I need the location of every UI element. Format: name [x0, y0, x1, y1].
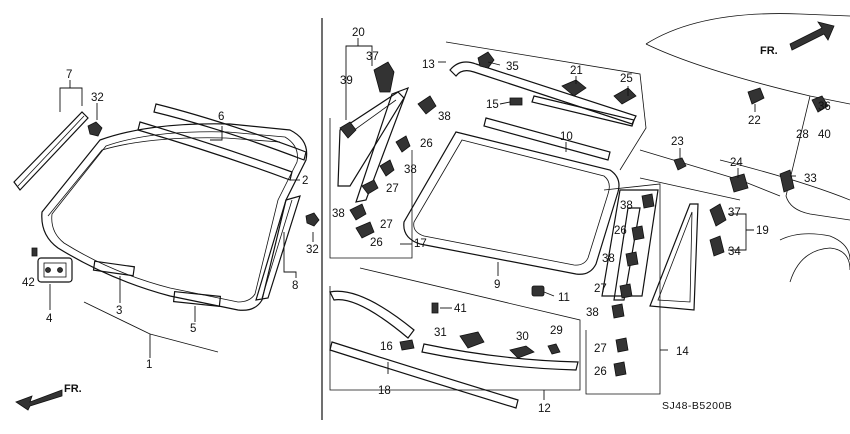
callout-38d: 38 — [620, 200, 633, 212]
leader-8 — [283, 232, 297, 278]
callout-20: 20 — [352, 27, 365, 39]
callout-6: 6 — [218, 111, 224, 123]
callout-38c: 38 — [332, 208, 345, 220]
callout-13: 13 — [422, 59, 435, 71]
callout-7: 7 — [66, 69, 72, 81]
callout-37b: 37 — [728, 207, 741, 219]
callout-24: 24 — [730, 157, 743, 169]
callout-16: 16 — [380, 341, 393, 353]
callout-42: 42 — [22, 277, 35, 289]
callout-26: 26 — [420, 138, 433, 150]
front-label-upper: FR. — [760, 45, 778, 57]
callout-36: 36 — [818, 101, 831, 113]
leader-35 — [487, 61, 501, 66]
mirror-base-bracket — [37, 257, 73, 283]
callout-25: 25 — [620, 73, 633, 85]
leader-19 — [728, 213, 754, 251]
callout-33: 33 — [804, 173, 817, 185]
group-box-17 — [329, 118, 413, 259]
front-label-lower: FR. — [64, 383, 82, 395]
callout-22: 22 — [748, 115, 761, 127]
callout-8: 8 — [292, 280, 298, 292]
windshield-glass — [41, 123, 308, 311]
callout-27d: 27 — [594, 343, 607, 355]
callout-32: 32 — [91, 92, 104, 104]
callout-17: 17 — [414, 238, 427, 250]
callout-41: 41 — [454, 303, 467, 315]
callout-11: 11 — [558, 292, 570, 304]
front-arrow-lower: FR. — [15, 383, 82, 411]
callout-31: 31 — [434, 327, 447, 339]
callout-40: 40 — [818, 129, 831, 141]
callout-3: 3 — [116, 305, 122, 317]
rear-molding-top — [483, 117, 611, 161]
leader-6 — [210, 126, 223, 141]
group-box-13 — [445, 41, 647, 171]
callout-10: 10 — [560, 131, 573, 143]
callout-34: 34 — [728, 246, 741, 258]
side-molding-right — [255, 195, 301, 301]
callout-19: 19 — [756, 225, 769, 237]
dam-rubbers — [92, 260, 222, 308]
callout-26b: 26 — [370, 237, 383, 249]
callout-27c: 27 — [594, 283, 607, 295]
callout-27: 27 — [386, 183, 399, 195]
callout-26d: 26 — [594, 366, 607, 378]
leader-7 — [59, 80, 83, 112]
leader-15 — [499, 101, 511, 105]
callout-14: 14 — [676, 346, 689, 358]
callout-23: 23 — [671, 136, 684, 148]
callout-35: 35 — [506, 61, 519, 73]
rear-glass — [403, 131, 620, 275]
callout-30: 30 — [516, 331, 529, 343]
callout-26c: 26 — [614, 225, 627, 237]
callout-27b: 27 — [380, 219, 393, 231]
right-clips — [673, 87, 829, 257]
callout-28: 28 — [796, 129, 809, 141]
leader-1 — [83, 301, 219, 358]
group-box-14 — [585, 183, 661, 395]
callout-29: 29 — [550, 325, 563, 337]
front-arrow-upper: FR. — [760, 21, 835, 57]
callout-5: 5 — [190, 323, 196, 335]
clips-left — [31, 121, 320, 257]
callout-21: 21 — [570, 65, 583, 77]
upper-frame-assembly — [449, 51, 637, 127]
callout-32b: 32 — [306, 244, 319, 256]
group-box-12 — [329, 267, 581, 391]
car-body-outline — [639, 13, 850, 283]
callout-4: 4 — [46, 313, 53, 325]
callout-39: 39 — [340, 75, 353, 87]
callout-38: 38 — [438, 111, 451, 123]
callout-38e: 38 — [602, 253, 615, 265]
callout-15: 15 — [486, 99, 499, 111]
callout-labels: 7 32 6 2 32 8 3 5 42 4 1 20 37 39 13 35 … — [22, 27, 831, 415]
leader-11 — [543, 291, 555, 297]
side-trim-right — [601, 189, 659, 377]
callout-38b: 38 — [404, 164, 417, 176]
callout-9: 9 — [494, 279, 500, 291]
callout-12: 12 — [538, 403, 551, 415]
leader-20 — [345, 38, 373, 120]
callout-2: 2 — [302, 175, 308, 187]
side-molding-left — [13, 111, 89, 191]
diagram-code: SJ48-B5200B — [662, 400, 732, 412]
callout-18: 18 — [378, 385, 391, 397]
callout-37: 37 — [366, 51, 379, 63]
quarter-glass — [649, 203, 699, 311]
callout-38f: 38 — [586, 307, 599, 319]
callout-1: 1 — [146, 359, 152, 371]
side-trim-left — [337, 61, 437, 239]
lower-frame-assembly — [329, 285, 579, 409]
